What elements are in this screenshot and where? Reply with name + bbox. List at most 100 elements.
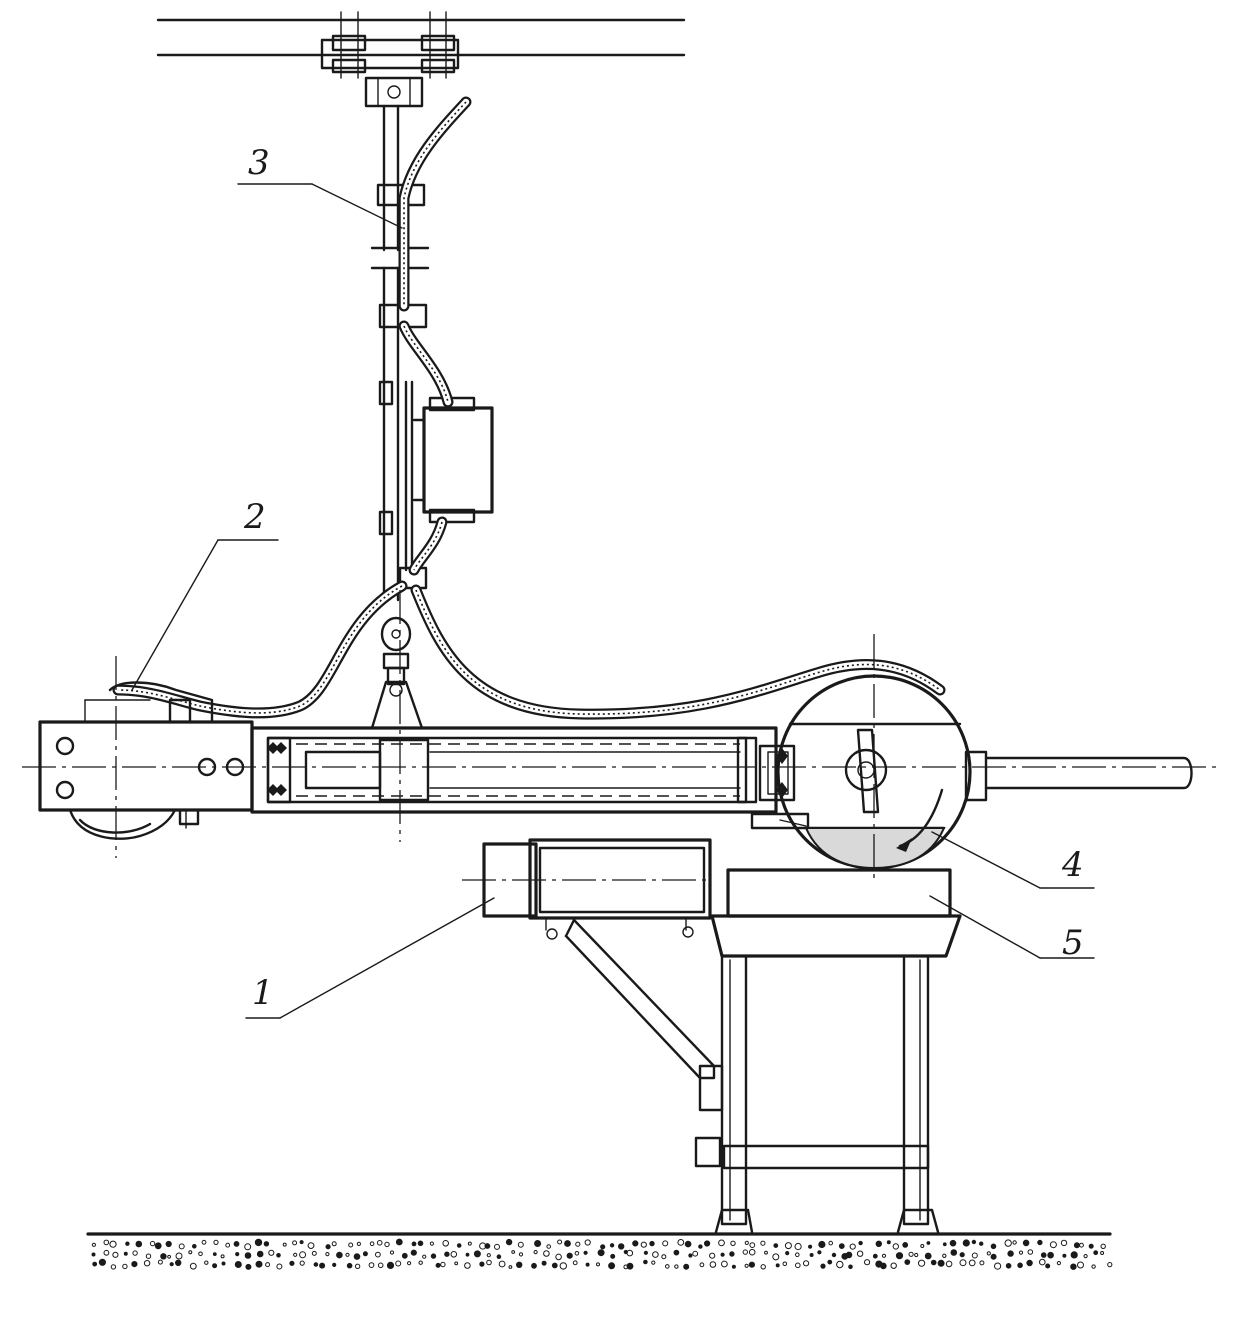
ground-pebble	[122, 1263, 128, 1270]
ground-pebble	[902, 1242, 909, 1248]
ground-pebble	[930, 1259, 937, 1266]
ground-pebble	[610, 1253, 616, 1259]
ground-pebble	[401, 1252, 408, 1259]
hose-to-wheel	[410, 584, 946, 720]
overhead-rail	[156, 11, 686, 108]
ground-pebble	[188, 1250, 193, 1255]
ground-pebble	[377, 1262, 384, 1269]
ground-pebble	[831, 1252, 837, 1258]
ground-pebble	[1040, 1252, 1047, 1258]
ground-pebble	[430, 1253, 437, 1259]
axis-lines	[22, 590, 1222, 881]
ground-pebble	[986, 1251, 991, 1256]
ground-pebble	[945, 1260, 953, 1268]
ground-pebble	[742, 1249, 748, 1255]
ground-pebble	[1073, 1242, 1080, 1249]
ground-pebble	[730, 1240, 736, 1247]
ground-pebble	[496, 1254, 502, 1259]
ground-pebble	[649, 1240, 655, 1247]
ground-pebble	[395, 1238, 403, 1246]
ground-pebble	[609, 1243, 615, 1248]
ground-pebble	[325, 1252, 330, 1257]
ground-pebble	[516, 1261, 523, 1269]
ground-pebble	[881, 1253, 887, 1258]
ground-pebble	[332, 1262, 337, 1268]
ground-pebble	[313, 1262, 319, 1267]
ground-pebble	[674, 1264, 679, 1269]
ground-pebble	[729, 1251, 735, 1257]
ground-pebble	[990, 1253, 997, 1260]
ground-pebble	[640, 1241, 647, 1248]
ground-pebble	[212, 1263, 218, 1269]
ground-pebble	[1045, 1263, 1051, 1269]
ground-pebble	[389, 1250, 395, 1255]
ground-pebble	[785, 1251, 790, 1256]
ground-pebble	[143, 1260, 151, 1267]
ground-pebble	[962, 1239, 970, 1247]
ground-pebble	[91, 1242, 97, 1247]
ground-pebble	[673, 1249, 680, 1256]
ground-pebble	[454, 1261, 459, 1266]
leader-lines	[131, 183, 1095, 1019]
ground-pebble	[157, 1259, 163, 1265]
ground-pebble	[892, 1243, 899, 1250]
ground-pebble	[282, 1242, 287, 1247]
callout-2: 2	[243, 497, 266, 537]
ground-pebble	[937, 1259, 945, 1267]
ground-pebble	[533, 1250, 538, 1255]
ground-pebble	[1026, 1259, 1033, 1267]
ground-pebble	[924, 1252, 932, 1260]
ground-pebble	[508, 1265, 513, 1269]
ground-pebble	[1004, 1239, 1012, 1247]
ground-pebble	[254, 1238, 263, 1247]
ground-pebble	[175, 1259, 182, 1267]
ground-pebble	[584, 1239, 591, 1246]
ground-pebble	[135, 1240, 143, 1248]
ground-pebble	[450, 1251, 458, 1258]
ground-pebble	[1070, 1251, 1078, 1259]
ground-pebble	[110, 1264, 117, 1270]
ground-pebble	[872, 1253, 878, 1259]
ground-pebble	[518, 1252, 524, 1257]
ground-pebble	[904, 1259, 911, 1265]
ground-pebble	[990, 1243, 997, 1250]
ground-pebble	[311, 1250, 317, 1256]
ground-pebble	[435, 1262, 441, 1268]
ground-pebble	[92, 1261, 98, 1267]
ground-pebble	[684, 1240, 692, 1248]
ground-pebble	[356, 1241, 361, 1247]
ground-pebble	[709, 1252, 716, 1259]
ground-pebble	[875, 1240, 882, 1248]
ground-pebble	[375, 1251, 381, 1258]
ground-pebble	[1107, 1262, 1113, 1268]
ground-pebble	[245, 1263, 252, 1270]
ground-pebble	[1062, 1253, 1067, 1258]
ground-pebble	[959, 1252, 965, 1258]
ground-pebble	[557, 1239, 563, 1245]
ground-pebble	[773, 1243, 779, 1248]
ground-pebble	[189, 1262, 197, 1270]
ground-pebble	[256, 1250, 264, 1258]
ground-pebble	[234, 1261, 242, 1268]
ground-pebble	[325, 1244, 331, 1250]
ground-pebble	[1088, 1243, 1094, 1249]
ground-pebble	[244, 1243, 252, 1251]
ground-pebble	[362, 1251, 368, 1257]
ground-pebble	[618, 1243, 625, 1250]
ground-pebble	[178, 1243, 185, 1250]
ground-pebble	[376, 1240, 383, 1246]
ground-pebble	[775, 1263, 780, 1268]
ground-pebble	[704, 1240, 711, 1247]
ground-pebble	[1017, 1262, 1023, 1269]
ground-pebble	[1060, 1239, 1068, 1247]
ground-pebble	[683, 1263, 690, 1270]
ground-pebble	[651, 1260, 656, 1265]
ground-pebble	[289, 1260, 295, 1266]
ground-pebble	[918, 1259, 926, 1267]
callout-5: 5	[1062, 923, 1084, 963]
ground-pebble	[721, 1260, 728, 1268]
rail-bolt-left	[331, 11, 367, 79]
ground-pebble	[145, 1253, 152, 1259]
ground-pebble	[718, 1239, 725, 1247]
ground-pebble	[744, 1263, 749, 1268]
